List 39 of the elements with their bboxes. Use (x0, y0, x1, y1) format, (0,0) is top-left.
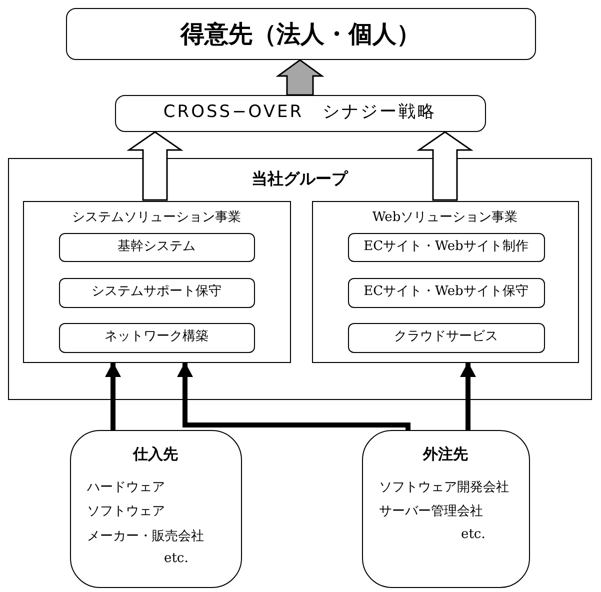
process-box (59, 278, 255, 308)
division-box (23, 201, 291, 363)
process-box (115, 95, 486, 132)
box-label: ECサイト・Webサイト保守 (362, 284, 530, 301)
list-item: メーカー・販売会社 (87, 528, 204, 545)
partner-box (362, 430, 530, 588)
division-box (312, 201, 579, 363)
heading: 当社グループ (250, 169, 350, 190)
list-item: ソフトウェア開発会社 (379, 479, 509, 496)
box-label: システムサポート保守 (90, 284, 222, 301)
heading: Webソリューション事業 (371, 209, 519, 226)
box-label: クラウドサービス (393, 329, 499, 346)
list-item: ハードウェア (87, 479, 165, 496)
heading: 外注先 (422, 445, 469, 464)
list-item: etc. (461, 527, 486, 542)
heading: システムソリューション事業 (71, 209, 242, 226)
box-label: 得意先（法人・個人） (179, 18, 422, 48)
partner-box (70, 430, 242, 588)
box-label: ECサイト・Webサイト制作 (362, 238, 530, 256)
list-item: サーバー管理会社 (379, 503, 483, 520)
process-box (348, 323, 545, 353)
process-box (59, 233, 255, 262)
arrow (177, 362, 410, 430)
block-arrow (276, 59, 324, 96)
block-arrow (126, 131, 184, 201)
process-box (59, 323, 255, 353)
heading: 仕入先 (132, 445, 179, 464)
group-frame (8, 158, 592, 400)
process-box (348, 233, 545, 262)
box-label: CROSS−OVER シナジー戦略 (162, 102, 438, 124)
box-label: ネットワーク構築 (104, 329, 210, 346)
list-item: ソフトウェア (87, 503, 165, 520)
process-box (348, 278, 545, 308)
arrow (460, 362, 476, 430)
arrow (105, 362, 121, 430)
box-label: 基幹システム (116, 238, 196, 256)
process-box (66, 8, 536, 60)
block-arrow (416, 131, 474, 201)
list-item: etc. (164, 551, 188, 566)
